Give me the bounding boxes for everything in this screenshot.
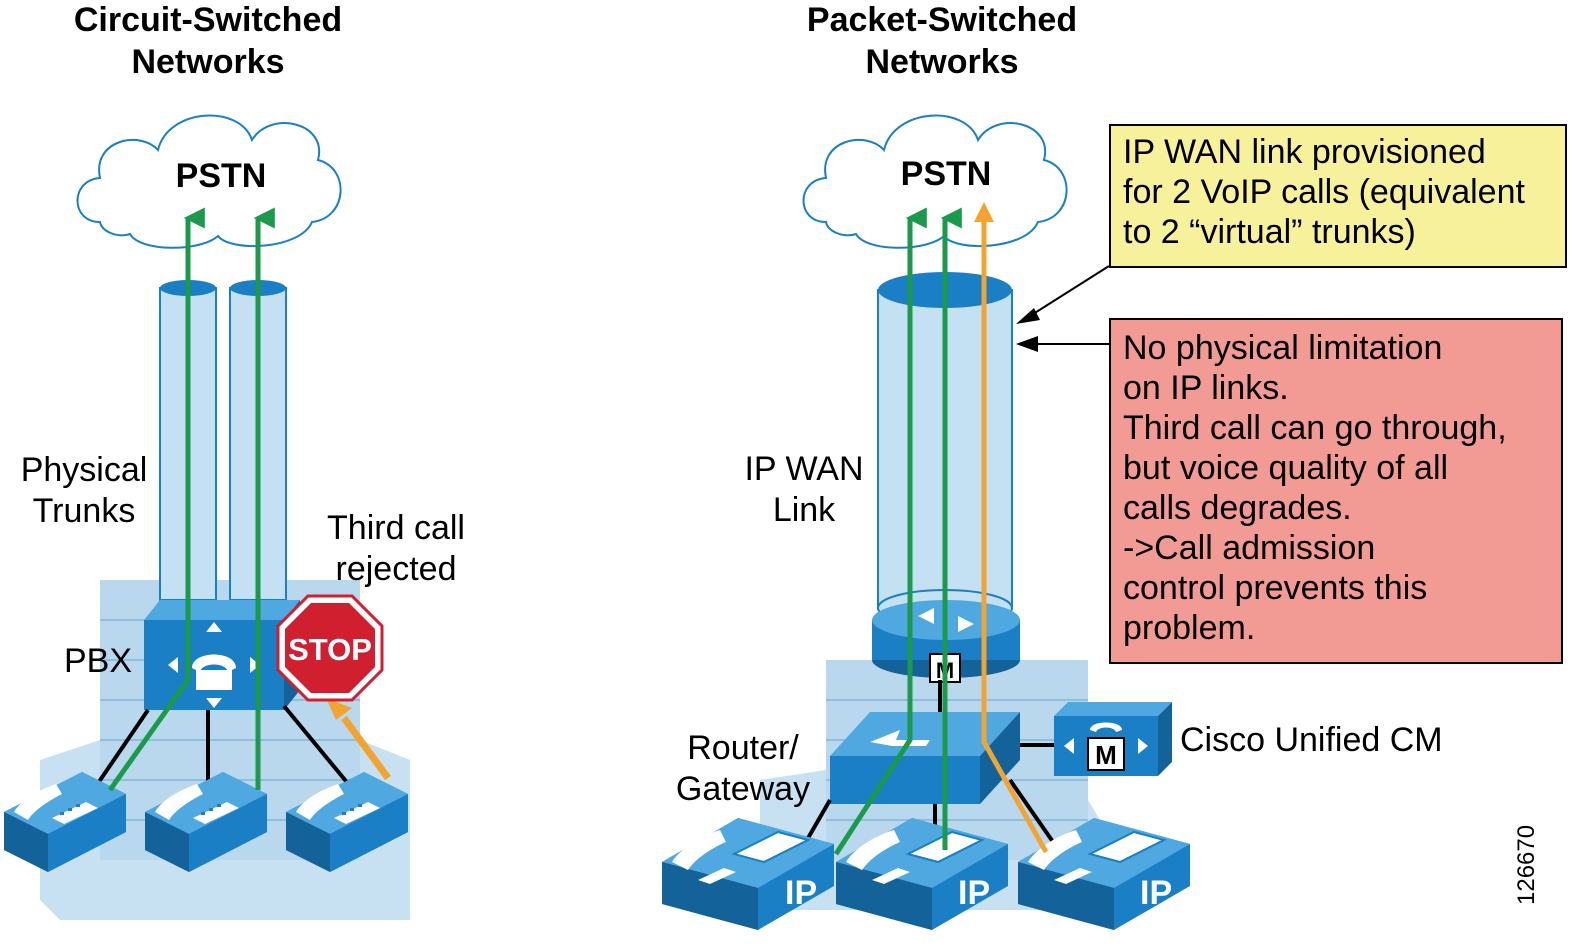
cisco-unified-cm-label: Cisco Unified CM [1180, 721, 1443, 759]
call-line-1-left [107, 207, 205, 792]
left-title-line1: Circuit-Switched [74, 1, 342, 39]
ip-wan-link-label-line1: IP WAN [744, 450, 863, 488]
third-call-rejected-line1: Third call [327, 509, 465, 547]
ip-phone-2-badge: IP [958, 874, 990, 912]
no-limitation-note: No physical limitation on IP links. Thir… [1109, 318, 1563, 664]
note-line: to 2 “virtual” trunks) [1123, 213, 1416, 251]
note-line: for 2 VoIP calls (equivalent [1123, 173, 1525, 211]
ip-phone-1-badge: IP [785, 874, 817, 912]
note-line: problem. [1123, 609, 1256, 647]
cucm-m-badge: M [1095, 740, 1117, 770]
call-line-1-right [833, 207, 927, 856]
note-line: No physical limitation [1123, 329, 1443, 367]
note-line: IP WAN link provisioned [1123, 133, 1486, 171]
ip-wan-link-label-line2: Link [773, 491, 836, 529]
right-title-line1: Packet-Switched [807, 1, 1077, 39]
right-title-line2: Networks [865, 43, 1018, 81]
wan-provisioning-note: IP WAN link provisioned for 2 VoIP calls… [1109, 124, 1567, 268]
note-line: on IP links. [1123, 369, 1289, 407]
pstn-cloud-right [802, 114, 1068, 249]
gateway-switch [830, 712, 1020, 804]
note-line: control prevents this [1123, 569, 1428, 607]
physical-trunks-label-line2: Trunks [33, 492, 136, 530]
yellow-note-pointer [1016, 265, 1110, 324]
third-call-arrow [326, 698, 391, 781]
stop-sign-icon [276, 594, 384, 702]
red-note-pointer [1016, 336, 1109, 352]
pstn-cloud-left [76, 114, 342, 249]
cisco-unified-cm-device [1054, 702, 1172, 776]
note-line: Third call can go through, [1123, 409, 1507, 447]
pbx-phone-wires [90, 704, 352, 794]
ip-phone-3-badge: IP [1140, 874, 1172, 912]
stop-sign-text: STOP [288, 632, 372, 667]
router-gateway-label-line2: Gateway [676, 770, 810, 808]
physical-trunks-label-line1: Physical [21, 451, 148, 489]
left-title-line2: Networks [131, 43, 284, 81]
call-line-3-right [974, 202, 1049, 854]
pstn-label-right: PSTN [901, 155, 992, 193]
figure-id: 126670 [1513, 824, 1540, 905]
pstn-label-left: PSTN [176, 157, 267, 195]
note-line: calls degrades. [1123, 489, 1352, 527]
note-line: but voice quality of all [1123, 449, 1449, 487]
third-call-rejected-line2: rejected [336, 550, 457, 588]
router-gateway-label-line1: Router/ [687, 729, 799, 767]
note-line: ->Call admission [1123, 529, 1376, 567]
pbx-label: PBX [64, 642, 132, 680]
